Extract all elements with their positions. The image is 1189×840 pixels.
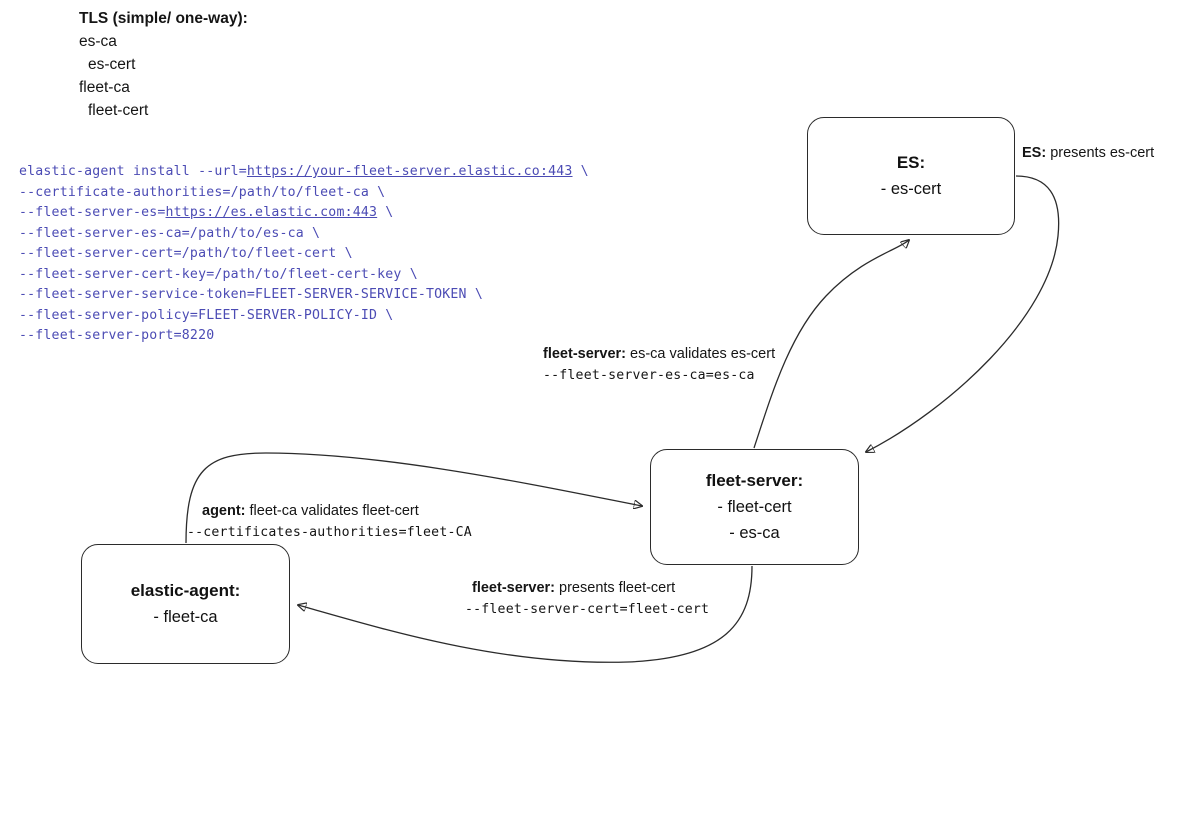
edge-label-es-presents-bold: ES: xyxy=(1022,145,1047,161)
tls-note-line-fleet-cert: fleet-cert xyxy=(88,102,149,119)
node-es-line-es-cert: - es-cert xyxy=(880,180,942,198)
edge-fleet-server-to-es xyxy=(753,240,909,449)
command-line-1: --certificate-authorities=/path/to/fleet… xyxy=(19,183,589,204)
command-url-2-1[interactable]: https://es.elastic.com:443 xyxy=(165,205,378,220)
node-fleet-server-line-es-ca: - es-ca xyxy=(729,524,780,542)
node-fleet-server-line-fleet-cert: - fleet-cert xyxy=(717,498,792,516)
command-line-5: --fleet-server-cert-key=/path/to/fleet-c… xyxy=(19,265,589,286)
edge-label-fleet-server-validates-bold: fleet-server: xyxy=(543,346,627,362)
tls-note-line-es-ca: es-ca xyxy=(79,33,117,50)
edge-label-agent-validates-rest: fleet-ca validates fleet-cert xyxy=(245,503,419,519)
tls-note-line-fleet-ca: fleet-ca xyxy=(79,79,130,96)
edge-label-fleet-server-presents-flag: --fleet-server-cert=fleet-cert xyxy=(465,602,710,617)
command-text-2-0: --fleet-server-es= xyxy=(19,205,166,220)
node-es-title: ES: xyxy=(896,153,926,172)
tls-note-block: TLS (simple/ one-way): es-ca es-cert fle… xyxy=(79,7,248,122)
command-line-0: elastic-agent install --url=https://your… xyxy=(19,162,589,183)
command-line-6: --fleet-server-service-token=FLEET-SERVE… xyxy=(19,285,589,306)
edge-label-fleet-server-presents: fleet-server: presents fleet-cert --flee… xyxy=(465,578,709,620)
command-text-3-0: --fleet-server-es-ca=/path/to/es-ca \ xyxy=(19,225,321,241)
edge-label-fleet-server-validates-line1: fleet-server: es-ca validates es-cert xyxy=(543,344,775,365)
edge-label-es-presents-rest: presents es-cert xyxy=(1046,145,1155,161)
command-text-4-0: --fleet-server-cert=/path/to/fleet-cert … xyxy=(19,246,353,261)
edge-label-agent-validates-flag: --certificates-authorities=fleet-CA xyxy=(187,525,472,540)
command-line-7: --fleet-server-policy=FLEET-SERVER-POLIC… xyxy=(19,306,589,327)
command-line-2: --fleet-server-es=https://es.elastic.com… xyxy=(19,203,589,224)
edge-label-es-presents: ES: presents es-cert xyxy=(1022,143,1154,164)
edge-label-agent-validates-line1: agent: fleet-ca validates fleet-cert xyxy=(202,501,472,522)
edge-label-fleet-server-validates: fleet-server: es-ca validates es-cert --… xyxy=(543,344,775,386)
node-fleet-server[interactable]: fleet-server: - fleet-cert - es-ca xyxy=(650,449,859,565)
node-elastic-agent[interactable]: elastic-agent: - fleet-ca xyxy=(81,544,290,664)
command-text-0-0: elastic-agent install --url= xyxy=(19,164,247,179)
edge-label-agent-validates: agent: fleet-ca validates fleet-cert --c… xyxy=(187,501,472,543)
command-line-3: --fleet-server-es-ca=/path/to/es-ca \ xyxy=(19,224,589,245)
edge-label-fleet-server-presents-line1: fleet-server: presents fleet-cert xyxy=(472,578,709,599)
node-fleet-server-title: fleet-server: xyxy=(705,471,804,490)
edge-label-agent-validates-bold: agent: xyxy=(202,503,246,519)
edge-label-fleet-server-presents-bold: fleet-server: xyxy=(472,580,556,596)
command-text-2-2: \ xyxy=(377,205,394,220)
command-text-6-0: --fleet-server-service-token=FLEET-SERVE… xyxy=(19,287,483,302)
edge-label-fleet-server-presents-rest: presents fleet-cert xyxy=(555,580,676,596)
command-text-1-0: --certificate-authorities=/path/to/fleet… xyxy=(19,184,386,200)
node-es[interactable]: ES: - es-cert xyxy=(807,117,1015,235)
install-command-block: elastic-agent install --url=https://your… xyxy=(19,162,589,347)
node-elastic-agent-title: elastic-agent: xyxy=(130,581,241,600)
command-text-8-0: --fleet-server-port=8220 xyxy=(19,328,215,343)
node-elastic-agent-line-fleet-ca: - fleet-ca xyxy=(153,608,218,626)
command-text-0-2: \ xyxy=(572,164,589,179)
command-text-7-0: --fleet-server-policy=FLEET-SERVER-POLIC… xyxy=(19,307,394,323)
edge-label-fleet-server-validates-rest: es-ca validates es-cert xyxy=(626,346,776,362)
command-text-5-0: --fleet-server-cert-key=/path/to/fleet-c… xyxy=(19,266,418,282)
command-url-0-1[interactable]: https://your-fleet-server.elastic.co:443 xyxy=(246,164,573,179)
tls-note-title: TLS (simple/ one-way): xyxy=(79,10,248,27)
command-line-8: --fleet-server-port=8220 xyxy=(19,326,589,347)
command-line-4: --fleet-server-cert=/path/to/fleet-cert … xyxy=(19,244,589,265)
tls-note-line-es-cert: es-cert xyxy=(88,56,136,73)
edge-label-fleet-server-validates-flag: --fleet-server-es-ca=es-ca xyxy=(543,368,755,383)
edge-label-es-presents-line1: ES: presents es-cert xyxy=(1022,143,1154,164)
